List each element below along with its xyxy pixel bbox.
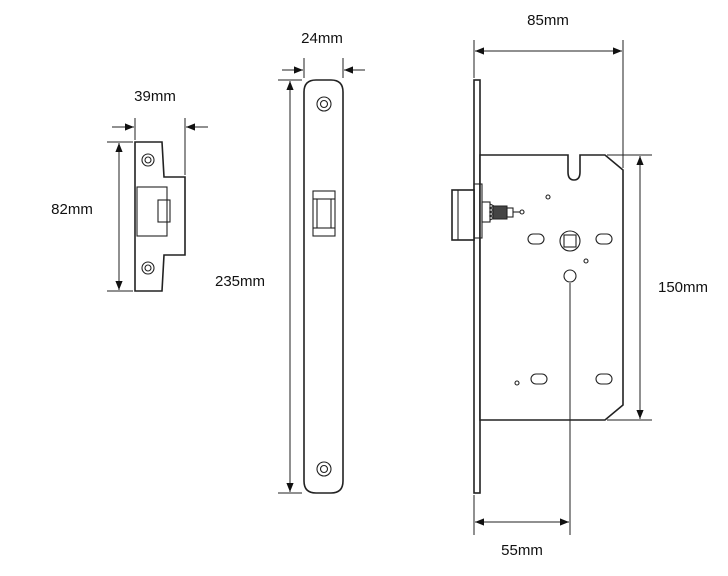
cylinder-hole: [563, 269, 577, 283]
case-slot: [595, 373, 613, 385]
lock-case-body: [479, 154, 624, 421]
strike-width-dimension: 39mm: [112, 88, 208, 175]
forend-screw-hole-bottom: [316, 461, 332, 477]
case-pin-hole: [514, 380, 520, 386]
spindle-hub: [559, 230, 581, 252]
forend-latch-opening: [312, 190, 336, 237]
forend-width-label: 24mm: [301, 30, 343, 47]
strike-height-label: 82mm: [51, 201, 93, 218]
strike-screw-hole-bottom: [141, 261, 155, 275]
case-height-dimension: 150mm: [607, 154, 708, 421]
case-pin-hole: [545, 194, 551, 200]
case-slot: [595, 233, 613, 245]
forend-height-label: 235mm: [215, 273, 265, 290]
case-slot: [527, 233, 545, 245]
strike-plate: [134, 141, 186, 292]
forend-height-dimension: 235mm: [215, 79, 302, 494]
latch-bolt: [451, 183, 483, 241]
case-width-dimension: 85mm: [473, 12, 624, 168]
backset-dimension: 55mm: [473, 283, 571, 559]
backset-label: 55mm: [501, 542, 543, 559]
lock-case: [451, 79, 624, 494]
strike-height-dimension: 82mm: [51, 141, 133, 292]
strike-screw-hole-top: [141, 153, 155, 167]
forend-width-dimension: 24mm: [282, 30, 365, 78]
case-height-label: 150mm: [658, 279, 708, 296]
case-width-label: 85mm: [527, 12, 569, 29]
strike-width-label: 39mm: [134, 88, 176, 105]
case-pin-hole: [583, 258, 589, 264]
forend-plate: [303, 79, 344, 494]
latch-spring-mechanism: [481, 201, 525, 223]
lock-faceplate-side: [473, 79, 481, 494]
case-slot: [530, 373, 548, 385]
forend-screw-hole-top: [316, 96, 332, 112]
